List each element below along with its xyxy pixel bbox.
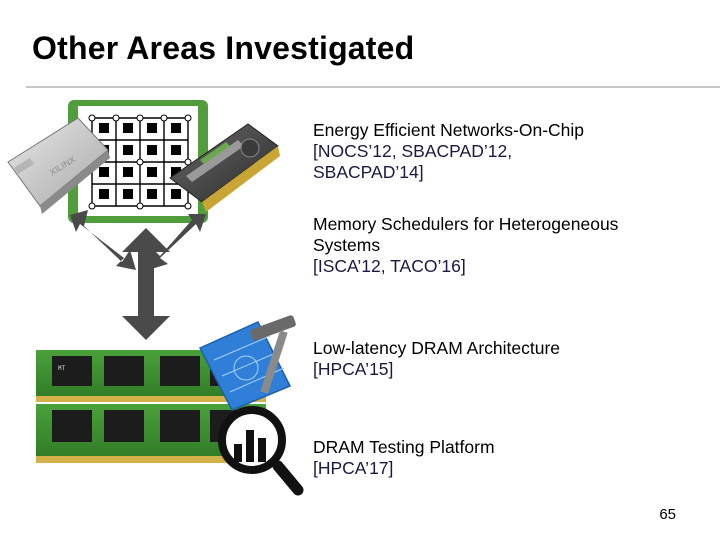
- item-title: DRAM Testing Platform: [313, 437, 495, 457]
- list-item-low-latency-dram: Low-latency DRAM Architecture [HPCA’15]: [313, 338, 560, 380]
- right-diagonal-arrow: [148, 214, 206, 270]
- title-divider: [26, 86, 720, 88]
- list-item-noc: Energy Efficient Networks-On-Chip [NOCS’…: [313, 120, 584, 183]
- list-item-dram-testing: DRAM Testing Platform [HPCA’17]: [313, 437, 495, 479]
- vertical-double-arrow: [122, 228, 170, 340]
- item-references: [NOCS’12, SBACPAD’12,: [313, 141, 513, 161]
- item-title: Energy Efficient Networks-On-Chip: [313, 120, 585, 140]
- dram-chip-label: MT: [58, 365, 66, 372]
- blueprint-tool-icon: [198, 315, 296, 411]
- item-title: Memory Schedulers for Heterogeneous: [313, 214, 619, 234]
- item-references: [HPCA’15]: [313, 359, 394, 379]
- list-item-memory-schedulers: Memory Schedulers for Heterogeneous Syst…: [313, 214, 618, 277]
- connection-arrows: [70, 210, 206, 340]
- gpu-card-image: [169, 123, 280, 212]
- fpga-board-image: XILINX: [7, 117, 110, 214]
- item-references: [ISCA’12, TACO’16]: [313, 256, 466, 276]
- item-title-cont: Systems: [313, 235, 381, 255]
- left-diagonal-arrow: [70, 210, 136, 270]
- testing-magnifier-icon: [218, 406, 304, 496]
- page-number: 65: [659, 506, 676, 523]
- item-references-cont: SBACPAD’14]: [313, 162, 424, 182]
- slide-title: Other Areas Investigated: [32, 30, 415, 66]
- item-title: Low-latency DRAM Architecture: [313, 338, 561, 358]
- item-references: [HPCA’17]: [313, 458, 394, 478]
